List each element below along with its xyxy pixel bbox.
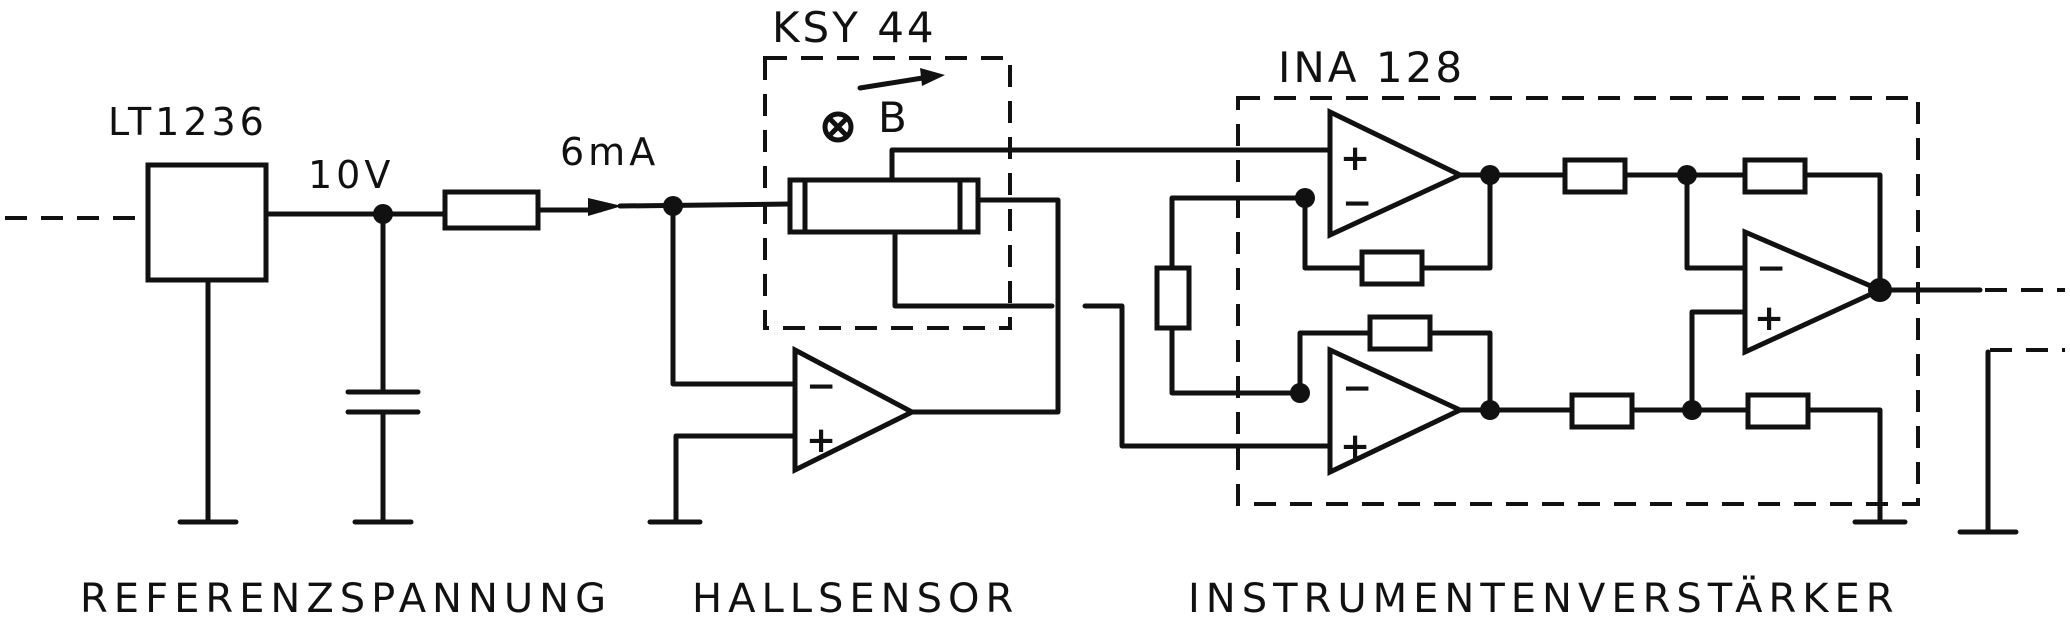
r-bot-right-wire	[1805, 407, 1883, 523]
hall-out-bottom-tap	[892, 229, 1055, 309]
section-hall: HALLSENSOR	[692, 576, 1019, 622]
field-into-page-icon	[822, 111, 854, 143]
hall-out-bottom-wire	[1082, 303, 1333, 449]
hall-sensor-boundary	[763, 56, 1012, 330]
ina-opamp-1-minus: −	[1342, 183, 1372, 224]
fb-resistor-2	[1367, 314, 1433, 352]
field-arrow-icon	[920, 68, 945, 86]
junction-dot	[1480, 400, 1500, 420]
junction-dot	[1677, 165, 1697, 185]
junction-dot	[1682, 400, 1702, 420]
fb1-right-wire	[1419, 172, 1493, 271]
ref-voltage-label: 10V	[308, 153, 394, 197]
mid-resistor-2	[1569, 392, 1635, 430]
junction-dot	[1480, 165, 1500, 185]
ina-opamp-1	[1327, 108, 1466, 239]
fb-resistor-1	[1359, 249, 1425, 287]
ina-opamp-1-plus: +	[1340, 138, 1370, 179]
diff-minus-wire	[1684, 172, 1748, 271]
section-amplifier: INSTRUMENTENVERSTÄRKER	[1188, 574, 1900, 622]
current-arrow-icon	[588, 198, 622, 216]
hall-feedback-wire	[670, 203, 798, 387]
r-top-right-wire	[1802, 172, 1883, 293]
ref-ic-label: LT1236	[108, 100, 268, 144]
junction-dot	[1290, 383, 1310, 403]
wires	[5, 147, 2065, 535]
junctions	[373, 165, 1892, 420]
junction-dot	[373, 204, 393, 224]
hall-opamp-plus: +	[806, 420, 836, 461]
hall-ic-label: KSY 44	[772, 3, 937, 52]
ina-ic-label: INA 128	[1278, 43, 1465, 92]
mid-resistor-1	[1562, 157, 1628, 195]
sensor-loop-wire	[909, 197, 1061, 415]
ina-opamp-2-minus: −	[1342, 368, 1372, 409]
ina-boundary	[1236, 96, 1920, 506]
bottom-resistor	[1745, 392, 1811, 430]
hall-element	[787, 177, 981, 235]
junction-dot	[663, 196, 683, 216]
top-resistor	[1742, 157, 1808, 195]
field-label: B	[878, 93, 910, 142]
fb2-right-wire	[1427, 330, 1493, 413]
gain-top-wire	[1169, 195, 1308, 271]
ina-diff-minus: −	[1756, 248, 1786, 289]
gain-resistor	[1154, 265, 1192, 331]
gain-bottom-wire	[1169, 325, 1303, 396]
ref-ic-box	[145, 162, 269, 283]
current-wire	[617, 201, 793, 209]
fb2-left-wire	[1297, 330, 1373, 396]
current-label: 6mA	[560, 130, 659, 174]
series-resistor	[442, 189, 541, 231]
junction-dot	[1868, 278, 1892, 302]
hall-opamp-minus: −	[806, 366, 836, 407]
hall-out-top-wire	[889, 147, 1333, 183]
hall-element-contacts	[802, 177, 963, 235]
junction-dot	[1295, 188, 1315, 208]
diff-plus-wire	[1689, 309, 1748, 413]
ina-diff-plus: +	[1754, 298, 1784, 339]
fb1-left-wire	[1302, 195, 1365, 271]
ina-diff-opamp	[1742, 228, 1887, 356]
ina-opamp-2-plus: +	[1340, 426, 1370, 467]
hall-plus-ground-wire	[673, 433, 798, 523]
section-reference: REFERENZSPANNUNG	[80, 576, 612, 622]
ina-opamp-2	[1327, 346, 1466, 476]
hall-opamp	[792, 345, 918, 475]
